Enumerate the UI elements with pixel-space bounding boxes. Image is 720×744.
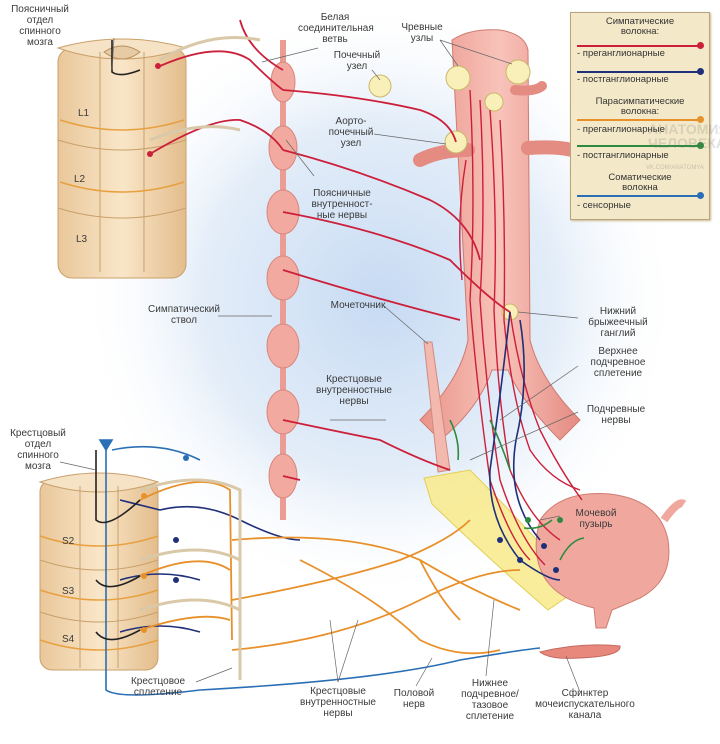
segment-label-s3: S3 <box>62 586 75 597</box>
segment-label-l1: L1 <box>78 108 90 119</box>
legend-parasympathetic-title: Парасимпатические волокна: <box>595 96 685 117</box>
legend-para-pre: - преганглионарные <box>577 124 665 135</box>
label-renal-ganglion: Почечный узел <box>333 50 381 72</box>
somatic-motor-fibers <box>95 40 141 641</box>
fiber-terminals <box>141 63 563 633</box>
celiac-ganglion-right <box>505 59 531 85</box>
label-sacral-splanchnic-lower: Крестцовые внутренностные нервы <box>300 686 376 719</box>
sympathetic-trunk <box>266 40 300 520</box>
label-sacral-cord: Крестцовый отдел спинного мозга <box>10 428 66 472</box>
sphincter-muscle <box>538 644 621 659</box>
segment-label-s4: S4 <box>62 634 75 645</box>
legend-sym-pre: - преганглионарные <box>577 48 665 59</box>
label-inferior-mesenteric: Нижний брыжеечный ганглий <box>588 306 648 339</box>
legend-sympathetic-title: Симпатические волокна: <box>605 16 675 37</box>
leader-lines <box>59 37 581 693</box>
renal-ganglion <box>368 74 392 98</box>
watermark-text: АНАТОМИЯ ЧЕЛОВЕКА <box>648 121 720 151</box>
label-pudendal-nerve: Половой нерв <box>393 688 435 710</box>
label-white-ramus: Белая соединительная ветвь <box>298 12 374 45</box>
legend-sym-post: - постганглионарные <box>577 74 669 85</box>
segment-label-l3: L3 <box>76 234 88 245</box>
label-inferior-hypogastric: Нижнее подчревное/ тазовое сплетение <box>461 678 519 722</box>
legend-line-sym-pre <box>577 42 704 49</box>
label-lumbar-cord: Поясничный отдел спинного мозга <box>11 4 69 48</box>
celiac-ganglion-mid <box>484 92 504 112</box>
label-bladder: Мочевой пузырь <box>575 508 617 530</box>
label-sympathetic-trunk: Симпатический ствол <box>148 304 220 326</box>
watermark-url: VK.COM/ANATOMYA <box>646 165 705 171</box>
label-ureter: Мочеточник <box>330 300 386 311</box>
somatic-sensory-fibers <box>98 439 541 696</box>
label-sacral-splanchnic-upper: Крестцовые внутренностные нервы <box>316 374 392 407</box>
label-superior-hypogastric: Верхнее подчревное сплетение <box>590 346 646 379</box>
legend-line-somatic <box>577 192 704 199</box>
legend-line-para-post <box>577 142 704 149</box>
bladder-organ <box>535 493 687 629</box>
segment-label-l2: L2 <box>74 174 86 185</box>
peripheral-nerve-branches <box>139 36 261 680</box>
legend-somatic-sensory: - сенсорные <box>577 200 631 211</box>
label-lumbar-splanchnic: Поясничные внутренност- ные нервы <box>311 188 373 221</box>
segment-label-s2: S2 <box>62 536 75 547</box>
legend-line-para-pre <box>577 116 704 123</box>
label-celiac-ganglia: Чревные узлы <box>401 22 443 44</box>
label-hypogastric-nerves: Подчревные нервы <box>586 404 646 426</box>
label-aorticorenal-ganglion: Аорто- почечный узел <box>328 116 374 149</box>
label-sphincter: Сфинктер мочеиспускательного канала <box>535 688 635 721</box>
sympathetic-postganglionic-fibers <box>459 89 583 566</box>
sacral-spinal-cord <box>38 472 160 671</box>
lumbar-spinal-cord <box>56 38 188 279</box>
legend-line-sym-post <box>577 68 704 75</box>
celiac-ganglion-left <box>445 65 471 91</box>
parasympathetic-postganglionic-fibers <box>449 419 585 561</box>
parasympathetic-preganglionic-fibers <box>139 481 521 655</box>
sympathetic-preganglionic-fibers <box>149 19 511 481</box>
legend-panel: Симпатические волокна: - преганглионарны… <box>570 12 710 220</box>
legend-somatic-title: Соматические волокна <box>608 172 672 193</box>
legend-para-post: - постганглионарные <box>577 150 669 161</box>
label-sacral-plexus: Крестцовое сплетение <box>130 676 186 698</box>
